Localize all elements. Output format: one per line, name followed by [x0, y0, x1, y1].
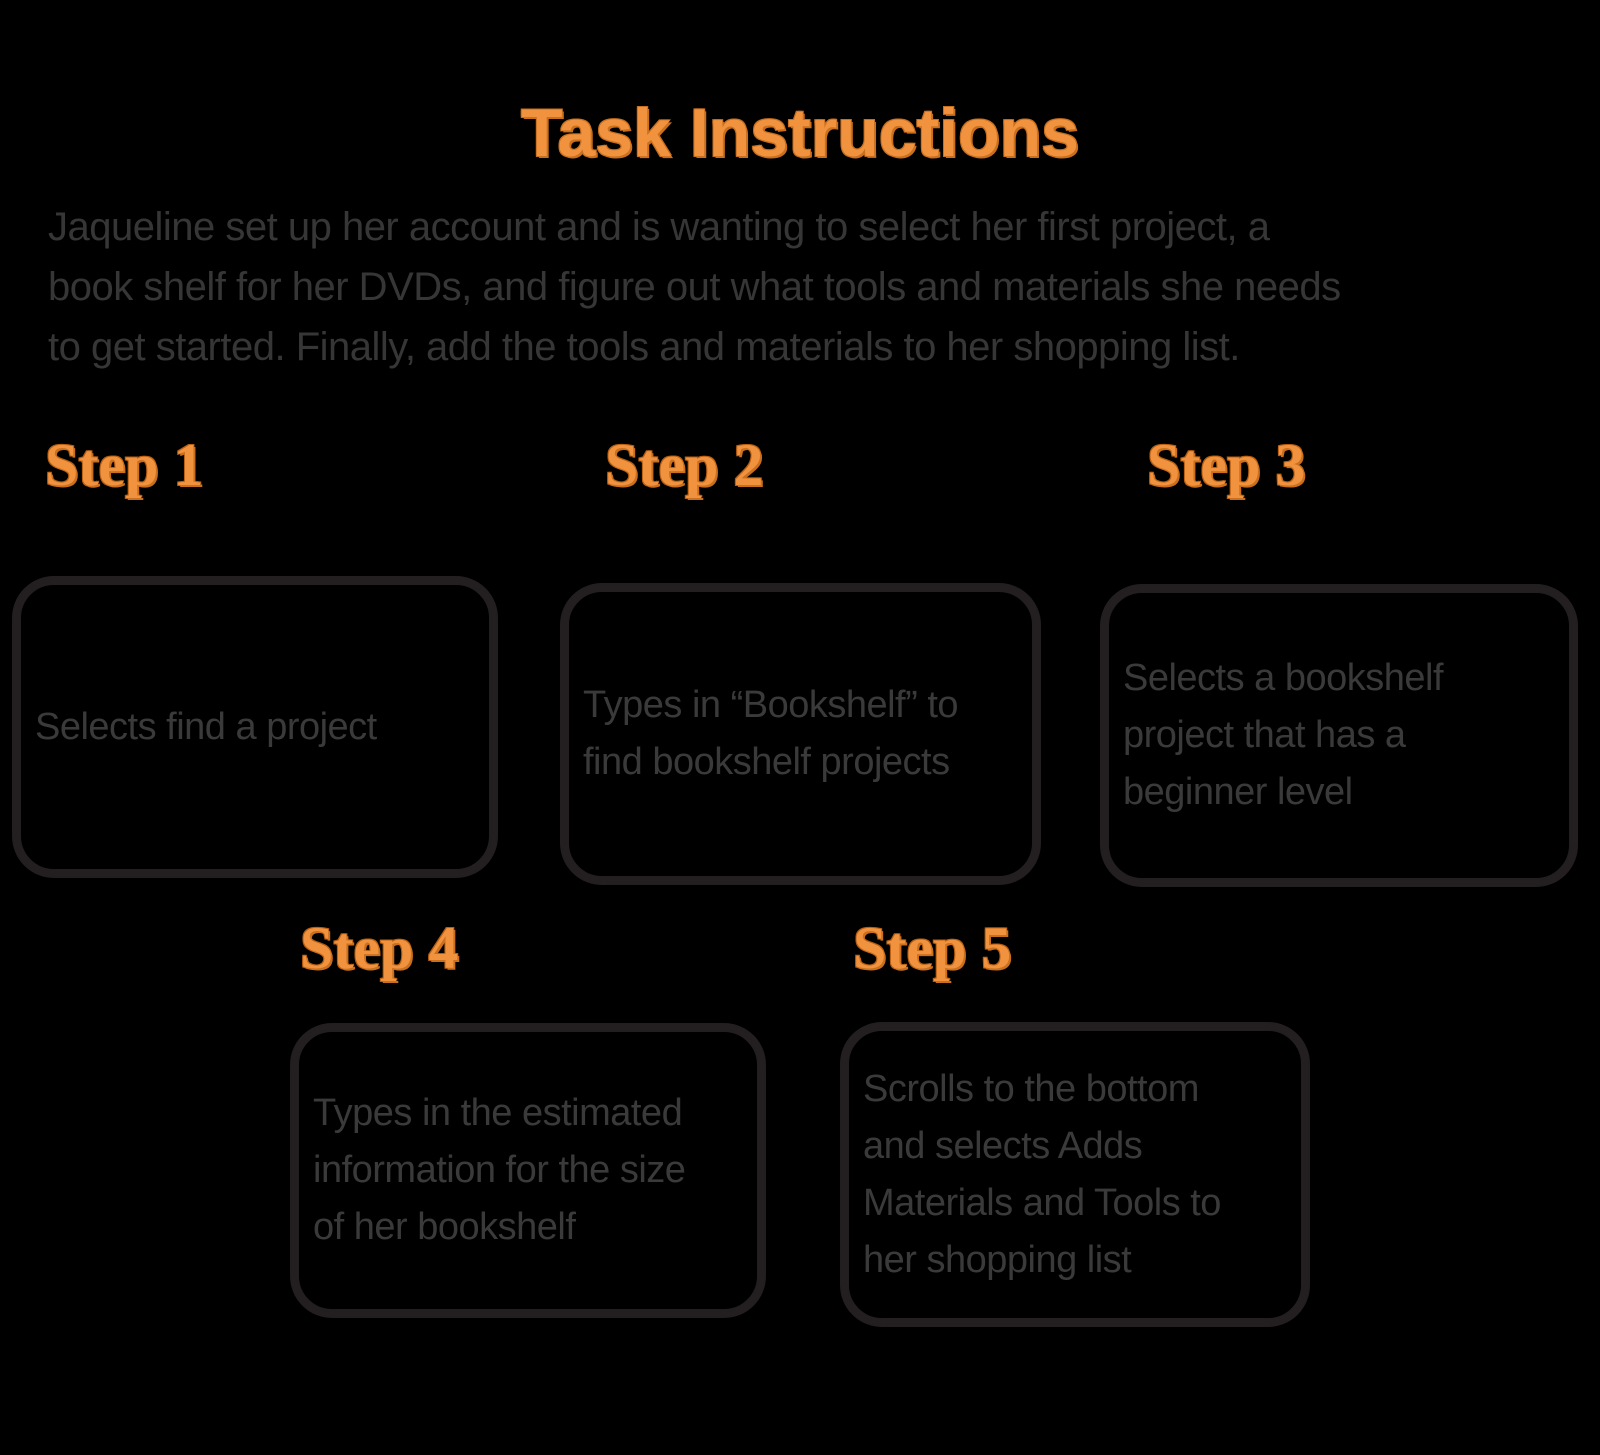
step-4-text-line-2: information for the size	[313, 1149, 686, 1191]
step-3-box: Selects a bookshelf project that has a b…	[1100, 584, 1578, 887]
step-3-label: Step 3	[1147, 432, 1306, 498]
step-2-box: Types in “Bookshelf” to find bookshelf p…	[560, 583, 1041, 885]
step-5-text-line-3: Materials and Tools to	[863, 1181, 1221, 1224]
step-5-text-line-4: her shopping list	[863, 1238, 1132, 1281]
step-5-box: Scrolls to the bottom and selects Adds M…	[840, 1022, 1310, 1327]
step-1-label: Step 1	[45, 432, 204, 498]
step-3-text-line-1: Selects a bookshelf	[1123, 657, 1444, 699]
step-4-label: Step 4	[300, 915, 459, 981]
step-2-label: Step 2	[605, 432, 764, 498]
step-5-text-line-2: and selects Adds	[863, 1124, 1143, 1167]
step-3-text-line-2: project that has a	[1123, 714, 1406, 756]
step-5-text-line-1: Scrolls to the bottom	[863, 1067, 1199, 1110]
intro-line-3: to get started. Finally, add the tools a…	[48, 325, 1240, 369]
page-title: Task Instructions	[521, 95, 1079, 171]
step-2-text-line-1: Types in “Bookshelf” to	[583, 684, 959, 726]
step-1-text-line-1: Selects find a project	[35, 705, 377, 748]
step-3-text-line-3: beginner level	[1123, 771, 1353, 813]
step-4-text-line-3: of her bookshelf	[313, 1206, 576, 1248]
intro-line-2: book shelf for her DVDs, and figure out …	[48, 265, 1341, 309]
step-4-box: Types in the estimated information for t…	[290, 1023, 766, 1318]
step-2-text-line-2: find bookshelf projects	[583, 741, 950, 783]
intro-line-1: Jaqueline set up her account and is want…	[48, 205, 1270, 249]
step-1-box: Selects find a project	[12, 576, 498, 878]
step-5-label: Step 5	[853, 915, 1012, 981]
step-4-text-line-1: Types in the estimated	[313, 1092, 683, 1134]
intro-paragraph: Jaqueline set up her account and is want…	[48, 197, 1558, 377]
